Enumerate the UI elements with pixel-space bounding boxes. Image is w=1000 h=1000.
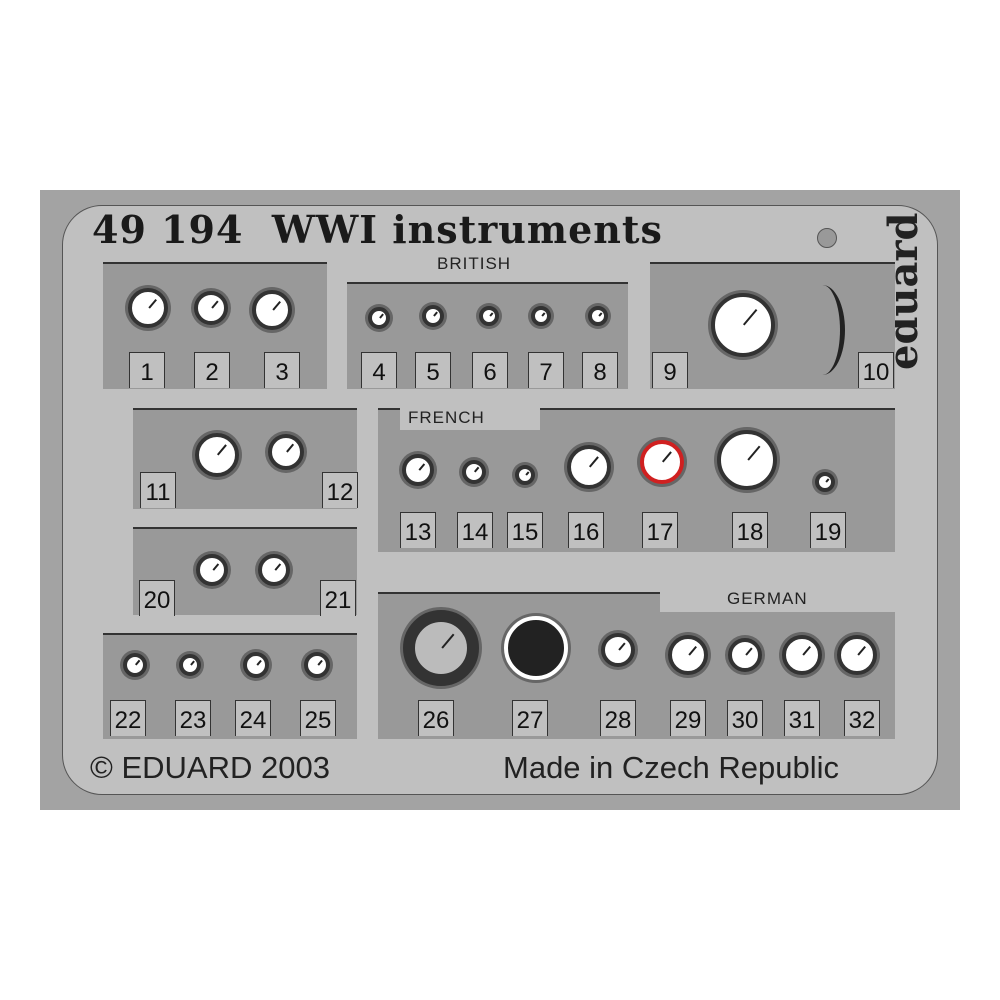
fret-title: 49 194 WWI instruments xyxy=(92,207,663,252)
gauge-13-dial xyxy=(402,454,434,486)
part-number-label: 24 xyxy=(235,700,271,736)
part-number-label: 3 xyxy=(264,352,300,388)
part-number-label: 12 xyxy=(322,472,358,508)
part-number-label: 32 xyxy=(844,700,880,736)
gauge-30-dial xyxy=(728,638,762,672)
gauge-1-dial xyxy=(128,288,168,328)
gauge-5-dial xyxy=(422,305,444,327)
part-number-label: 6 xyxy=(472,352,508,388)
gauge-14-dial xyxy=(462,460,486,484)
part-number-label: 9 xyxy=(652,352,688,388)
gauge-4-dial xyxy=(368,307,390,329)
gauge-26-dial xyxy=(403,610,479,686)
gauge-8-dial xyxy=(588,306,608,326)
gauge-21-dial xyxy=(258,554,290,586)
gauge-22-dial xyxy=(123,653,147,677)
gauge-3-dial xyxy=(252,290,292,330)
part-number-label: 13 xyxy=(400,512,436,548)
part-number-label: 21 xyxy=(320,580,356,616)
part-number-label: 15 xyxy=(507,512,543,548)
gauge-32-dial xyxy=(837,635,877,675)
section-label-french: FRENCH xyxy=(408,408,485,427)
gauge-20-dial xyxy=(196,554,228,586)
german-label-area xyxy=(660,592,900,612)
part-number-label: 19 xyxy=(810,512,846,548)
mounting-hole xyxy=(817,228,837,248)
gauge-19-dial xyxy=(815,472,835,492)
gauge-27-dial xyxy=(504,616,568,680)
gauge-10-bezel xyxy=(800,285,845,375)
section-label-british: BRITISH xyxy=(437,254,512,273)
part-number-label: 11 xyxy=(140,472,176,508)
part-number-label: 4 xyxy=(361,352,397,388)
gauge-12-dial xyxy=(268,434,304,470)
part-number-label: 28 xyxy=(600,700,636,736)
gauge-25-dial xyxy=(304,652,330,678)
section-label-german: GERMAN xyxy=(727,589,808,608)
gauge-11-dial xyxy=(195,433,239,477)
gauge-9-dial xyxy=(711,293,775,357)
part-number-label: 31 xyxy=(784,700,820,736)
origin-text: Made in Czech Republic xyxy=(503,750,840,785)
gauge-6-dial xyxy=(479,306,499,326)
gauge-2-dial xyxy=(194,291,228,325)
french-label-area xyxy=(400,405,540,430)
part-number-label: 16 xyxy=(568,512,604,548)
gauge-17-dial xyxy=(640,440,684,484)
part-number-label: 26 xyxy=(418,700,454,736)
gauge-28-dial xyxy=(601,633,635,667)
gauge-23-dial xyxy=(179,654,201,676)
part-number-label: 5 xyxy=(415,352,451,388)
part-number-label: 7 xyxy=(528,352,564,388)
part-number-label: 27 xyxy=(512,700,548,736)
part-number-label: 1 xyxy=(129,352,165,388)
gauge-31-dial xyxy=(782,635,822,675)
part-number-label: 14 xyxy=(457,512,493,548)
part-number-label: 18 xyxy=(732,512,768,548)
part-number-label: 10 xyxy=(858,352,894,388)
part-number-label: 2 xyxy=(194,352,230,388)
gauge-24-dial xyxy=(243,652,269,678)
part-number-label: 17 xyxy=(642,512,678,548)
part-number-label: 23 xyxy=(175,700,211,736)
copyright-text: © EDUARD 2003 xyxy=(90,750,330,785)
gauge-18-dial xyxy=(717,430,777,490)
gauge-29-dial xyxy=(668,635,708,675)
gauge-15-dial xyxy=(515,465,535,485)
part-number-label: 30 xyxy=(727,700,763,736)
part-number-label: 22 xyxy=(110,700,146,736)
part-number-label: 25 xyxy=(300,700,336,736)
part-number-label: 29 xyxy=(670,700,706,736)
part-number-label: 8 xyxy=(582,352,618,388)
part-number-label: 20 xyxy=(139,580,175,616)
gauge-16-dial xyxy=(567,445,611,489)
gauge-7-dial xyxy=(531,306,551,326)
